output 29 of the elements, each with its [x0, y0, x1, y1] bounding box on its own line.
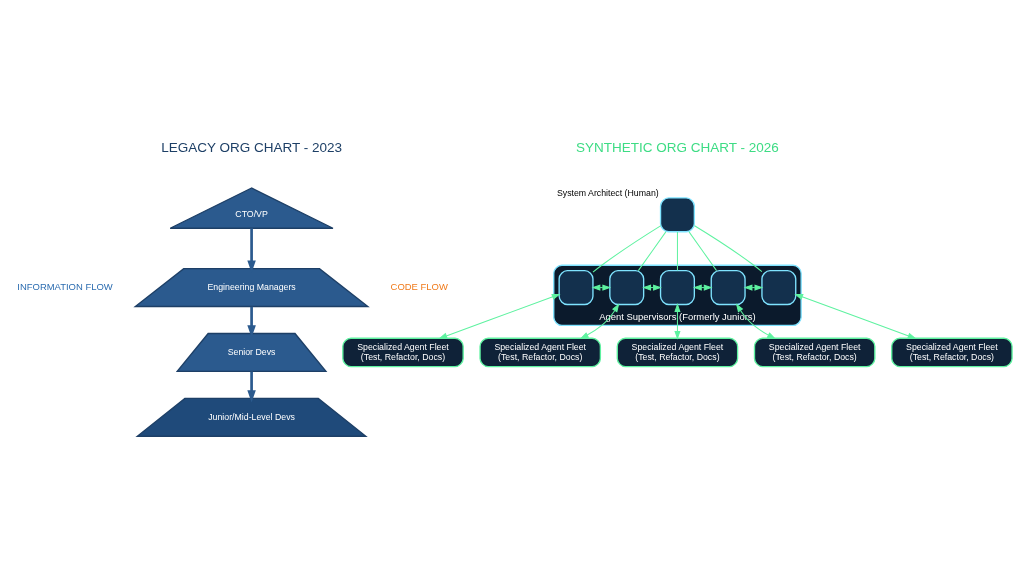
node-box: [659, 269, 695, 305]
arrow: [438, 293, 561, 339]
arrow: [674, 302, 681, 340]
node-box: Specialized Agent Fleet (Test, Refactor, Docs): [753, 337, 876, 367]
connector: [688, 230, 718, 271]
connector: [676, 230, 678, 271]
node-box: [609, 269, 645, 305]
arrow: [794, 293, 917, 339]
label: LEGACY ORG CHART - 2023: [161, 139, 342, 155]
connector: [637, 230, 667, 271]
node-label: System Architect (Human): [556, 187, 659, 198]
node-box: Specialized Agent Fleet (Test, Refactor, Docs): [891, 337, 1013, 367]
node-box: [710, 269, 746, 305]
arrow: [735, 302, 776, 339]
label: INFORMATION FLOW: [17, 280, 113, 292]
arrow: [247, 227, 256, 273]
node-box: Specialized Agent Fleet (Test, Refactor, Docs): [479, 337, 602, 367]
label: CODE FLOW: [390, 280, 448, 292]
node-box: [761, 269, 797, 305]
node-box: Specialized Agent Fleet (Test, Refactor, Docs): [616, 337, 739, 367]
arrow: [247, 306, 256, 338]
node-box: Specialized Agent Fleet (Test, Refactor, Docs): [342, 337, 464, 367]
node-box: [659, 196, 695, 232]
label: SYNTHETIC ORG CHART - 2026: [576, 139, 779, 155]
node-box: [558, 269, 594, 305]
arrow: [247, 371, 256, 402]
connector: [694, 224, 763, 272]
connector: [592, 224, 662, 273]
arrow: [579, 302, 620, 339]
